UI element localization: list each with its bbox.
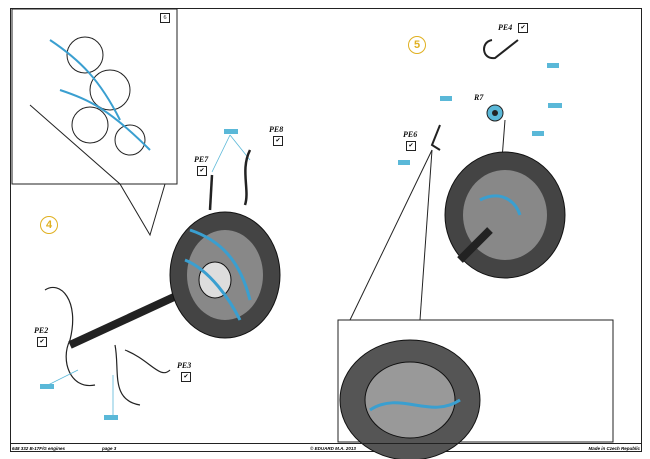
color-tag	[548, 103, 562, 108]
footer-page: page 3	[102, 446, 117, 451]
engine-step5	[444, 119, 566, 279]
inset-callout-line	[419, 149, 433, 321]
inset-engine-right	[339, 339, 481, 459]
color-tag	[398, 160, 410, 165]
label-pe7: PE7	[194, 155, 209, 164]
inset-symbol-icon: 6	[160, 13, 170, 23]
footer: 648 332 B-17F/G engines page 3 © EDUARD …	[10, 443, 642, 453]
wiring-harness-pe2	[44, 286, 171, 406]
color-tag	[440, 96, 452, 101]
footer-origin: Made in Czech Republic	[588, 446, 640, 451]
check-icon: ✔	[406, 141, 416, 151]
inset-callout-line	[349, 149, 433, 321]
check-icon: ✔	[197, 166, 207, 176]
color-tag	[224, 129, 238, 134]
inset-engine-detail	[49, 36, 151, 156]
label-pe4: PE4	[498, 23, 513, 32]
part-r7	[486, 104, 504, 122]
color-tag	[547, 63, 559, 68]
check-icon: ✔	[37, 337, 47, 347]
part-pe4	[483, 39, 519, 60]
engine-step4	[68, 211, 281, 349]
color-tag	[532, 131, 544, 136]
detail-inset-left	[11, 8, 178, 185]
step-5-marker: 5	[408, 36, 426, 54]
check-icon: ✔	[273, 136, 283, 146]
inset-callout-line	[29, 104, 166, 237]
part-pe7	[208, 174, 214, 211]
part-pe8	[243, 149, 252, 206]
page-frame	[10, 8, 642, 452]
footer-copyright: © EDUARD M.A. 2013	[310, 446, 356, 451]
step-4-marker: 4	[40, 216, 58, 234]
label-pe3: PE3	[177, 361, 192, 370]
check-icon: ✔	[181, 372, 191, 382]
part-pe6	[430, 124, 441, 151]
check-icon: ✔	[518, 23, 528, 33]
label-pe6: PE6	[403, 130, 418, 139]
label-pe8: PE8	[269, 125, 284, 134]
color-tag	[40, 384, 54, 389]
label-r7: R7	[474, 93, 484, 102]
label-pe2: PE2	[34, 326, 49, 335]
footer-product: 648 332 B-17F/G engines	[12, 446, 66, 451]
color-tag	[104, 415, 118, 420]
